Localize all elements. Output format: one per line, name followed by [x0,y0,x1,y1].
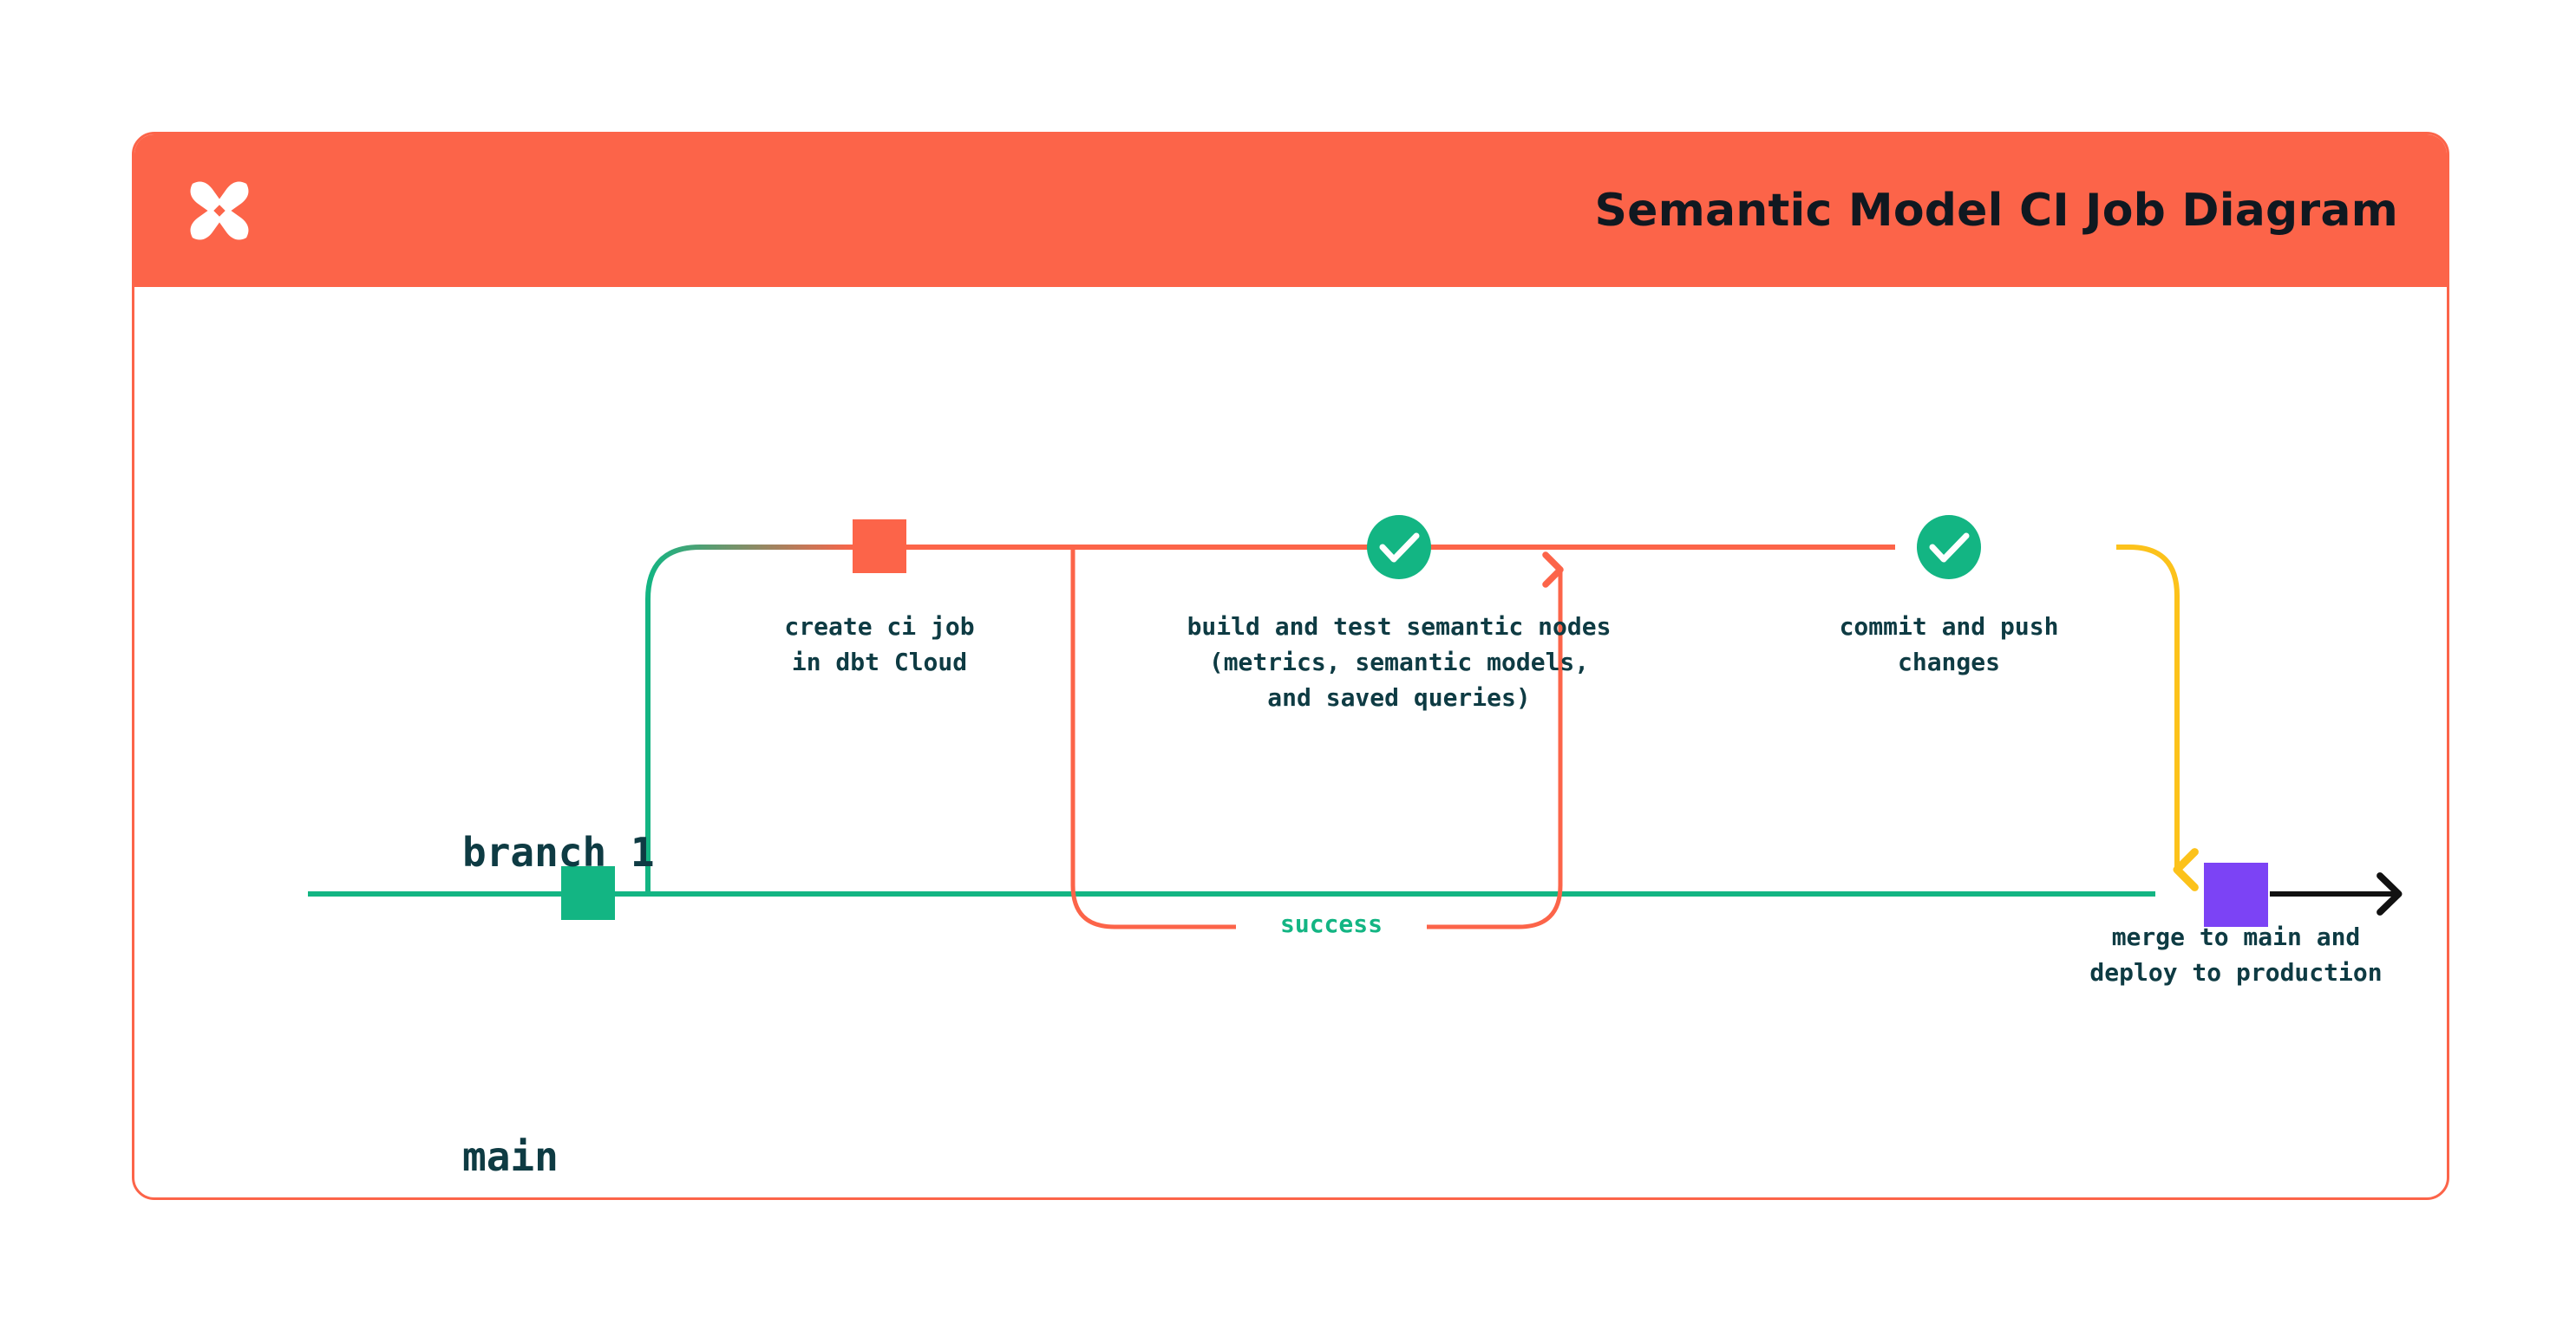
edge-label-success: success [1236,910,1427,938]
node-marker-merge-to-main [2204,863,2268,927]
lane-label-branch-1: branch 1 [462,829,655,876]
node-label-create-ci-job: create ci job in dbt Cloud [784,612,975,676]
node-label-build-and-test: build and test semantic nodes (metrics, … [1187,612,1612,712]
node-marker-main-start [561,866,615,920]
retry-loop-right [1402,551,1564,929]
node-label-merge-to-main: merge to main and deploy to production [2089,923,2383,987]
node-marker-create-ci-job [853,519,906,573]
page-title: Semantic Model CI Job Diagram [1594,185,2398,237]
dbt-logo-icon [183,174,256,247]
node-label-commit-and-push: commit and push changes [1839,612,2059,676]
diagram-graphics [308,515,2403,929]
check-icon-commit-and-push [1929,532,1970,563]
branch-off-line [645,545,857,897]
lane-label-main: main [462,1133,559,1180]
merge-down-line [2116,545,2199,891]
retry-loop-left [1070,547,1236,929]
check-icon-build-and-test [1379,532,1420,563]
node-marker-build-and-test [1367,515,1431,579]
node-marker-commit-and-push [1917,515,1981,579]
diagram-canvas: branch 1 main create ci job in dbt Cloud… [134,287,2447,1200]
card-header: Semantic Model CI Job Diagram [134,134,2447,287]
diagram-card: Semantic Model CI Job Diagram [132,132,2449,1200]
